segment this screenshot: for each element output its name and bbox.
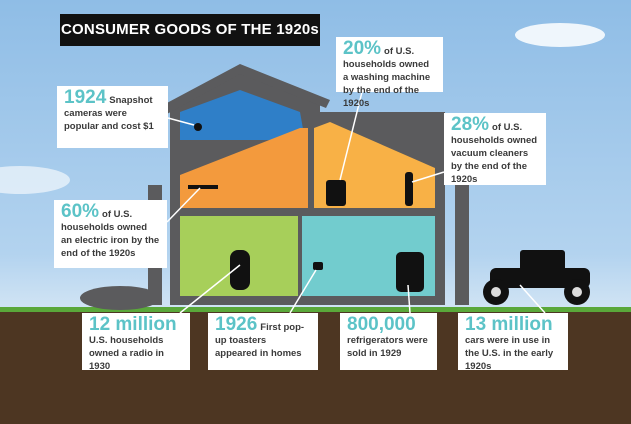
fact-stat: 12 million — [89, 314, 177, 335]
fact-text: Snapshot cameras were popular and cost $… — [64, 95, 154, 132]
fact-text: refrigerators were sold in 1929 — [347, 335, 428, 359]
bushes — [80, 286, 160, 310]
vacuum-icon — [405, 172, 413, 206]
fact-text: cars were in use in the U.S. in the earl… — [465, 335, 554, 372]
iron-icon — [188, 185, 218, 189]
page-title: CONSUMER GOODS OF THE 1920s — [60, 14, 320, 46]
radio-icon — [230, 250, 250, 290]
fact-text: of U.S. households owned an electric iro… — [61, 209, 160, 259]
fact-text: First pop-up toasters appeared in homes — [215, 322, 305, 359]
toaster-icon — [313, 262, 323, 270]
refrigerator-icon — [396, 252, 424, 292]
cloud — [515, 23, 605, 47]
fact-iron: 60%of U.S. households owned an electric … — [54, 200, 167, 268]
grass — [0, 307, 631, 312]
fact-stat: 60% — [61, 201, 100, 222]
fact-stat: 20% — [343, 38, 382, 59]
fact-text: of U.S. households owned vacuum cleaners… — [451, 122, 538, 185]
camera-icon — [194, 123, 202, 131]
fact-stat: 1924 — [64, 87, 107, 108]
fact-stat: 800,000 — [347, 314, 416, 335]
pointer-lines — [166, 91, 546, 314]
fact-stat: 28% — [451, 114, 490, 135]
fact-text: U.S. households owned a radio in 1930 — [89, 335, 164, 372]
washing-machine-icon — [326, 180, 346, 206]
fact-washing-machine: 20%of U.S. households owned a washing ma… — [336, 37, 443, 109]
fact-vacuum: 28%of U.S. households owned vacuum clean… — [444, 113, 546, 185]
fact-stat: 1926 — [215, 314, 258, 335]
car-icon — [483, 250, 590, 305]
fact-text: of U.S. households owned a washing machi… — [343, 46, 431, 109]
house — [148, 64, 469, 305]
attic — [180, 90, 305, 140]
fact-stat: 13 million — [465, 314, 553, 335]
cloud — [0, 166, 70, 194]
